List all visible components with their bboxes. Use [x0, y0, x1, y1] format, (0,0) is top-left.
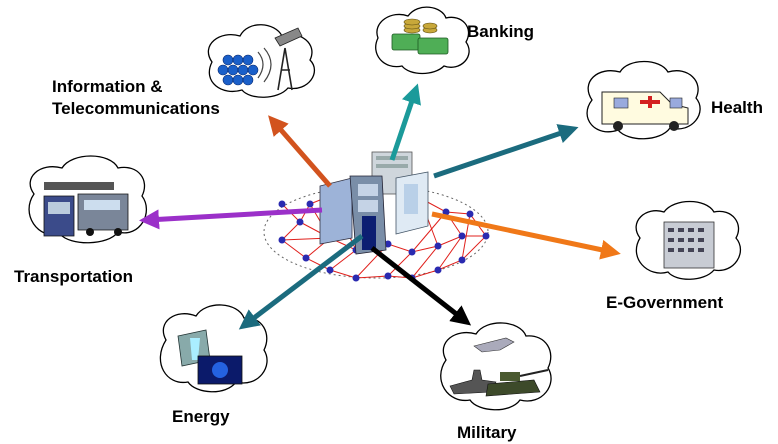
transportation-cloud-icon	[28, 155, 147, 244]
label-transportation: Transportation	[14, 267, 134, 286]
label-information: Information &	[52, 77, 163, 96]
label-egovernment: E-Government	[606, 293, 724, 312]
arrow-health	[433, 124, 579, 179]
arrow-egovernment	[431, 211, 621, 260]
egovernment-cloud-icon	[635, 200, 742, 280]
label-military: Military	[457, 423, 517, 442]
arrow-information	[268, 115, 332, 188]
military-cloud-icon	[440, 322, 552, 411]
label-telecommunications: Telecommunications	[52, 99, 220, 118]
network-hub	[263, 151, 490, 282]
health-cloud-icon	[586, 60, 701, 140]
arrow-banking	[389, 83, 421, 161]
arrow-transportation	[139, 207, 323, 230]
arrow-energy	[238, 234, 364, 330]
label-health: Health	[711, 98, 763, 117]
telecom-cloud-icon	[207, 24, 316, 98]
arrow-military	[370, 246, 472, 326]
label-banking: Banking	[467, 22, 535, 41]
label-energy: Energy	[172, 407, 230, 426]
banking-cloud-icon	[375, 6, 470, 75]
